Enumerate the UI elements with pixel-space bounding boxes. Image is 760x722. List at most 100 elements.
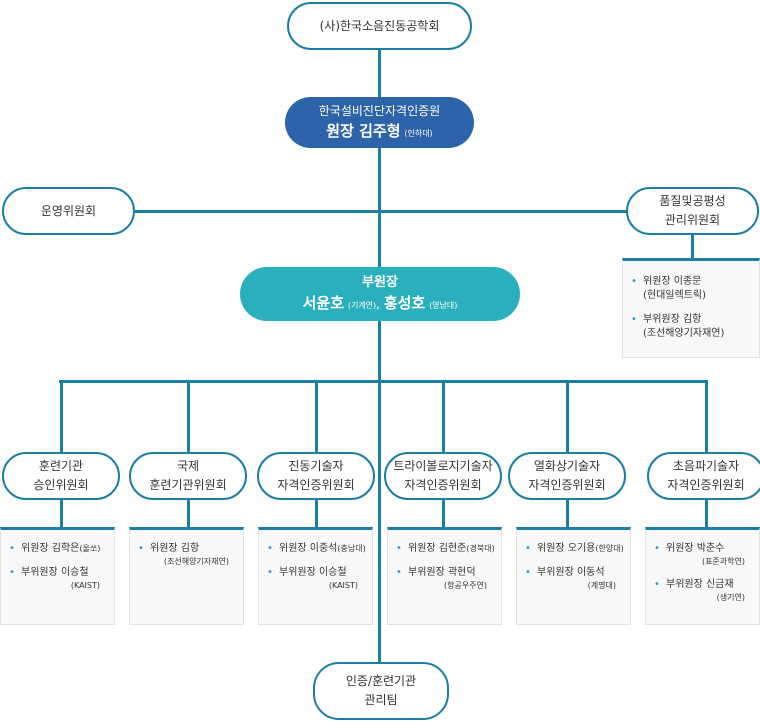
- vice-director-node: 부원장 서윤호 (기계연), 홍성호 (영남대): [240, 267, 520, 321]
- member-item: • 부위원장 김항 (조선해양기자재연): [631, 313, 753, 341]
- member-role-name: 위원장 김항: [150, 543, 200, 554]
- member-affiliation: (항공우주연): [443, 581, 487, 590]
- bullet-icon: •: [631, 314, 637, 325]
- connector-top-to-director: [378, 50, 381, 97]
- member-affiliation: (조선해양기자재연): [643, 328, 725, 339]
- member-item: •위원장 김현준(경북대): [396, 542, 495, 556]
- bullet-icon: •: [9, 543, 15, 554]
- connector-committee-to-info: [705, 500, 708, 528]
- director-title-line: 원장 김주형 (인하대): [326, 121, 432, 144]
- committee-label-line1: 진동기술자: [288, 459, 344, 473]
- quality-committee-label-line2: 관리위원회: [664, 213, 721, 227]
- operations-committee-label: 운영위원회: [40, 203, 97, 218]
- member-affiliation: (울쏘): [79, 544, 101, 553]
- operations-committee-node: 운영위원회: [2, 187, 135, 235]
- connector-committee-to-info: [315, 500, 318, 528]
- member-item: •부위원장 이승철(KAIST): [267, 566, 366, 592]
- connector-to-committee: [315, 381, 318, 453]
- connector-committee-to-info: [566, 500, 569, 528]
- vice-director-aff2: (영남대): [429, 301, 458, 310]
- bullet-icon: •: [654, 579, 660, 590]
- member-affiliation: (생기연): [716, 593, 745, 602]
- member-role-name: 부위원장 이동석: [537, 567, 605, 578]
- bullet-icon: •: [396, 567, 402, 578]
- quality-committee-label-line1: 품질및공평성: [659, 194, 726, 208]
- bullet-icon: •: [138, 543, 144, 554]
- connector-to-committee: [566, 381, 569, 453]
- bullet-icon: •: [9, 567, 15, 578]
- management-team-line2: 관리팀: [364, 693, 398, 707]
- committee-label-line1: 국제: [176, 459, 200, 473]
- committee-label-line1: 초음파기술자: [672, 459, 740, 473]
- member-role-name: 부위원장 김항: [643, 314, 702, 325]
- connector-committee-bus: [59, 380, 708, 383]
- member-role-name: 위원장 이중석: [279, 543, 338, 554]
- committee-label-line2: 승인위원회: [33, 478, 89, 492]
- vice-director-name2: 홍성호: [383, 294, 426, 312]
- committee-members: •위원장 박춘수(표준과학연)•부위원장 신금재(생기연): [645, 527, 760, 625]
- member-affiliation: (KAIST): [70, 581, 100, 590]
- bullet-icon: •: [525, 543, 531, 554]
- connector-to-committee: [60, 381, 63, 453]
- connector-committee-to-info: [442, 500, 445, 528]
- connector-committee-branch: [135, 210, 626, 213]
- top-org-label: (사)한국소음진동공학회: [319, 18, 440, 33]
- member-item: •위원장 박춘수(표준과학연): [654, 542, 753, 568]
- bullet-icon: •: [654, 543, 660, 554]
- quality-committee-node: 품질및공평성 관리위원회: [626, 187, 759, 235]
- bullet-icon: •: [267, 543, 273, 554]
- management-team-line1: 인증/훈련기관: [345, 674, 417, 688]
- management-team-node: 인증/훈련기관 관리팀: [313, 662, 449, 720]
- member-item: • 부위원장 신금재 (생기연): [654, 578, 753, 604]
- member-role-name: 위원장 오기용: [537, 543, 596, 554]
- committee-members: •위원장 오기용(한양대)•부위원장 이동석(계명대): [516, 527, 631, 625]
- member-affiliation: (조선해양기자재연): [163, 557, 229, 566]
- connector-to-committee: [705, 381, 708, 453]
- member-affiliation: (표준과학연): [701, 557, 745, 566]
- connector-main-vertical: [378, 148, 381, 662]
- committee-label-line2: 자격인증위원회: [404, 478, 482, 492]
- member-item: • 부위원장 이승철 (KAIST): [9, 566, 108, 592]
- bullet-icon: •: [631, 276, 637, 287]
- quality-committee-members: • 위원장 이종문 (현대일렉트릭) • 부위원장 김항 (조선해양기자재연): [622, 258, 760, 358]
- member-item: • 위원장 이중석(충남대): [267, 542, 366, 556]
- committee-label-line1: 열화상기술자: [533, 459, 601, 473]
- top-org-node: (사)한국소음진동공학회: [287, 2, 472, 50]
- member-role-name: 부위원장 신금재: [666, 579, 734, 590]
- vice-director-title: 부원장: [362, 275, 398, 290]
- connector-committee-to-info: [187, 500, 190, 528]
- member-item: • 부위원장 곽현덕 (항공우주연): [396, 566, 495, 592]
- member-item: •위원장 오기용(한양대): [525, 542, 624, 556]
- member-affiliation: (충남대): [337, 544, 366, 553]
- member-affiliation: (현대일렉트릭): [643, 290, 707, 301]
- member-role-name: 부위원장 곽현덕: [408, 567, 476, 578]
- committee-members: •위원장 김학은(울쏘)•부위원장 이승철(KAIST): [0, 527, 115, 625]
- connector-quality-to-info: [691, 235, 694, 259]
- director-org: 한국설비진단자격인증원: [318, 104, 441, 118]
- bullet-icon: •: [525, 567, 531, 578]
- member-item: • 위원장 김항 (조선해양기자재연): [138, 542, 237, 568]
- vice-director-names: 서윤호 (기계연), 홍성호 (영남대): [303, 293, 458, 316]
- member-role-name: 부위원장 이승철: [279, 567, 347, 578]
- committee-members: •위원장 김현준(경북대) • 부위원장 곽현덕 (항공우주연): [387, 527, 502, 625]
- member-role-name: 위원장 김현준: [408, 543, 467, 554]
- member-role-name: 부위원장 이승철: [21, 567, 89, 578]
- member-affiliation: (경북대): [466, 544, 495, 553]
- committee-label-line1: 트라이볼로지기술자: [393, 459, 493, 473]
- member-item: •부위원장 이동석(계명대): [525, 566, 624, 592]
- member-role-name: 위원장 이종문: [643, 276, 702, 287]
- member-item: •위원장 김학은(울쏘): [9, 542, 108, 556]
- committee-label-line2: 자격인증위원회: [277, 478, 355, 492]
- committee-members: • 위원장 김항 (조선해양기자재연): [129, 527, 244, 625]
- committee-label-line1: 훈련기관: [38, 459, 84, 473]
- member-item: • 위원장 이종문 (현대일렉트릭): [631, 275, 753, 303]
- connector-to-committee: [442, 381, 445, 453]
- director-affiliation: (인하대): [404, 129, 433, 138]
- vice-director-aff1: (기계연): [347, 301, 377, 310]
- committee-label-line2: 자격인증위원회: [528, 478, 606, 492]
- connector-to-committee: [187, 381, 190, 453]
